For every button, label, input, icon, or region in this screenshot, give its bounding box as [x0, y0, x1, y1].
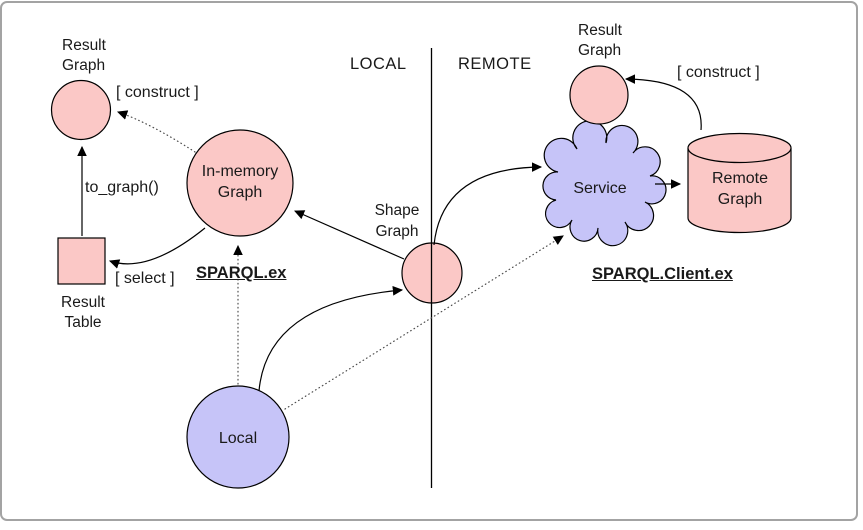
result-table-node: [57, 237, 106, 285]
select-edge-label: [ select ]: [115, 270, 175, 287]
to-graph-edge-label: to_graph(): [85, 179, 159, 196]
service-label: Service: [573, 180, 627, 197]
shape-graph-label: Shape Graph: [374, 202, 420, 240]
result-graph-remote-label: Result Graph: [578, 22, 622, 59]
edge-remote-graph-to-result-construct: [624, 74, 702, 131]
result-graph-remote-node: [569, 65, 629, 125]
remote-graph-cylinder-node: [687, 132, 792, 234]
edge-inmemory-to-result-table: [108, 227, 206, 269]
remote-region-label: REMOTE: [458, 55, 532, 73]
edge-shape-to-service: [433, 162, 543, 246]
result-table-label: Result Table: [61, 294, 105, 331]
result-graph-local-label: Result Graph: [62, 37, 106, 74]
local-region-label: LOCAL: [350, 55, 407, 73]
in-memory-graph-label: In-memory Graph: [201, 163, 279, 201]
edge-local-to-service: [284, 235, 564, 410]
sparql-ex-module-label: SPARQL.ex: [196, 264, 287, 282]
service-cloud-node: [542, 120, 667, 247]
local-node: [186, 385, 290, 489]
diagram-frame: [0, 1, 858, 521]
edge-shape-to-inmemory: [294, 210, 405, 260]
remote-graph-label: Remote Graph: [711, 170, 769, 208]
result-graph-local-node: [50, 79, 112, 141]
edge-inmemory-to-result-graph-construct: [116, 110, 196, 153]
sparql-client-ex-module-label: SPARQL.Client.ex: [592, 265, 733, 283]
construct-remote-edge-label: [ construct ]: [677, 64, 760, 81]
construct-local-edge-label: [ construct ]: [116, 84, 199, 101]
local-node-label: Local: [218, 430, 258, 447]
edge-local-to-shape: [258, 285, 404, 392]
in-memory-graph-node: [186, 129, 294, 237]
